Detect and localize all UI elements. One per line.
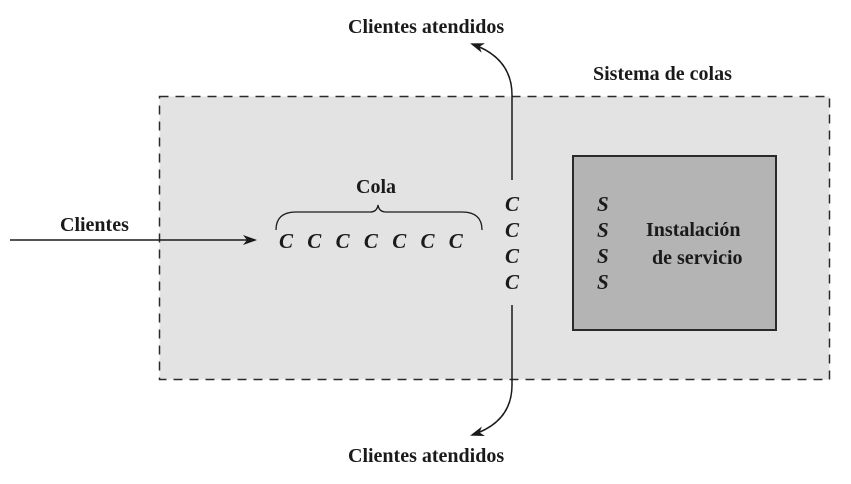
queued-customer-symbol: C	[421, 229, 436, 253]
queued-customer-symbol: C	[392, 229, 407, 253]
departure-label-top: Clientes atendidos	[348, 16, 504, 38]
server-symbol: S	[597, 270, 609, 294]
queued-customer-symbol: C	[279, 229, 294, 253]
server-symbol: S	[597, 218, 609, 242]
queued-customer-symbol: C	[449, 229, 464, 253]
departure-arrow-top	[470, 43, 513, 180]
queue-brace	[275, 204, 483, 231]
departure-label-bottom: Clientes atendidos	[348, 445, 504, 467]
queued-customer-symbol: C	[364, 229, 379, 253]
in-service-customer-symbol: C	[505, 192, 520, 216]
input-label: Clientes	[60, 214, 129, 236]
service-facility-label-line1: Instalación	[646, 219, 740, 241]
server-symbol: S	[597, 192, 609, 216]
queueing-system-title: Sistema de colas	[593, 63, 732, 85]
departure-arrow-bottom	[470, 305, 513, 437]
in-service-customer-symbol: C	[505, 270, 520, 294]
server-symbol: S	[597, 244, 609, 268]
service-facility-box	[572, 155, 777, 331]
queued-customer-symbol: C	[307, 229, 322, 253]
service-facility-label-line2: de servicio	[652, 247, 743, 269]
in-service-customer-symbol: C	[505, 218, 520, 242]
in-service-customer-symbol: C	[505, 244, 520, 268]
queue-label: Cola	[356, 176, 396, 198]
queued-customer-symbol: C	[336, 229, 351, 253]
